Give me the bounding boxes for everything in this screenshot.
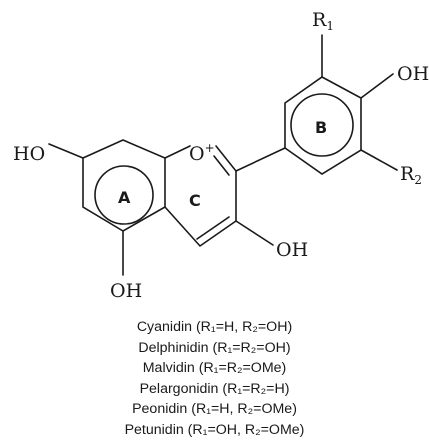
ring-c-double-bonds — [196, 155, 230, 240]
structure-svg: A B C O+ HO OH OH OH R1 R2 — [13, 9, 429, 302]
ho-bond — [48, 143, 84, 159]
c3-oh-bond — [235, 220, 274, 246]
ring-label-a: A — [118, 188, 131, 207]
ring-label-b: B — [315, 118, 327, 137]
legend-line-cyanidin: Cyanidin (R₁=H, R₂=OH) — [136, 319, 293, 335]
r1-label: R1 — [312, 9, 334, 33]
ring-label-c: C — [189, 191, 201, 210]
ho-left-label: HO — [13, 143, 45, 165]
oh-a5-label: OH — [110, 280, 142, 302]
r2-label: R2 — [400, 163, 422, 187]
ring-b-circle — [290, 93, 354, 157]
oxonium-o-text: O — [189, 143, 205, 165]
r2-bond — [360, 149, 398, 171]
legend-line-malvidin: Malvidin (R₁=R₂=OMe) — [142, 360, 287, 376]
legend-line-petunidin: Petunidin (R₁=OH, R₂=OMe) — [124, 421, 305, 438]
oxonium-charge: + — [205, 141, 215, 155]
oxonium-o-label: O+ — [189, 141, 215, 165]
ring-a-circle — [94, 165, 154, 225]
legend-line-pelargonidin: Pelargonidin (R₁=R₂=H) — [139, 380, 290, 397]
c2-b-link — [235, 147, 286, 172]
ring-a-bonds — [82, 139, 166, 232]
legend-line-delphinidin: Delphinidin (R₁=R₂=OH) — [138, 339, 291, 356]
anthocyanidin-legend: Cyanidin (R₁=H, R₂=OH) Delphinidin (R₁=R… — [0, 317, 429, 440]
b-oh-bond — [360, 73, 394, 99]
oh-b-ring-label: OH — [397, 63, 429, 85]
oh-c3-label: OH — [276, 239, 308, 261]
molecule-bonds — [48, 34, 398, 276]
legend-line-peonidin: Peonidin (R₁=H, R₂=OMe) — [132, 401, 297, 417]
